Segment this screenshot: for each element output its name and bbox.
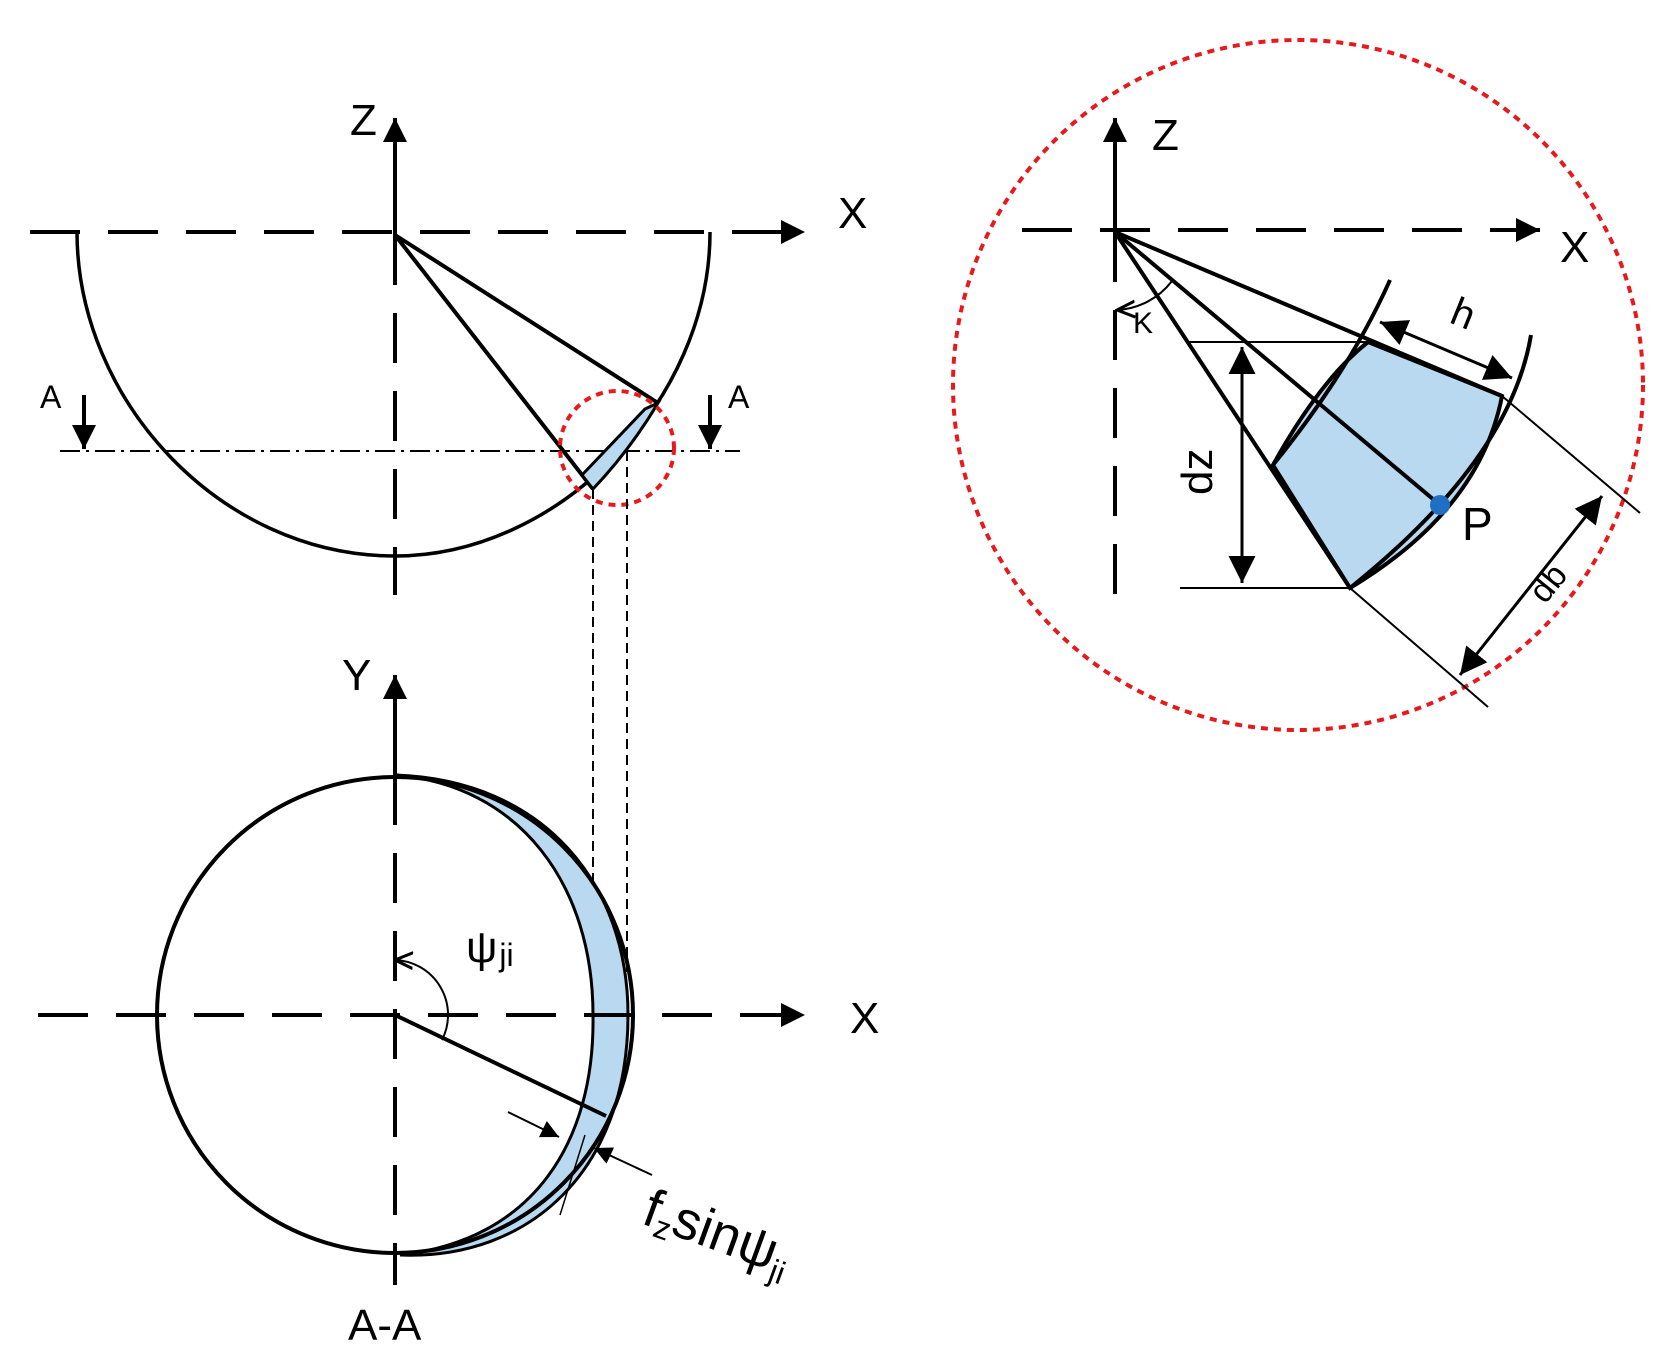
psi-symbol: ψ [466,923,497,972]
section-view [38,675,805,1285]
top-chip-element [580,399,662,492]
h-label: h [1445,290,1482,339]
detail-extension-2 [1349,587,1489,708]
detail-chip-element [1270,339,1505,591]
thickness-arrow-in [507,1111,560,1138]
section-label-right: A [728,379,750,415]
detail-view [951,38,1645,732]
tool-profile-arc [75,231,712,558]
detail-boundary-circle [951,38,1645,732]
top-radial-line-2 [393,233,660,405]
detail-inner-arc [1271,279,1392,467]
detail-extension-1 [1501,395,1641,514]
kappa-angle-arc [1117,280,1173,310]
section-caption: A-A [348,1301,422,1350]
dz-label: dz [1173,449,1222,495]
section-y-label: Y [342,651,371,700]
top-view-labels: Z X A A [40,96,867,415]
section-x-label: X [850,994,879,1043]
thickness-tick [559,1134,586,1216]
detail-radial-upper [1114,230,1503,398]
top-radial-line-1 [393,233,595,491]
top-z-label: Z [350,96,377,145]
psi-subscript: ji [498,937,513,973]
top-x-label: X [838,189,867,238]
psi-angle-label: ψji [466,923,514,973]
point-p-label: P [1462,498,1493,550]
detail-x-label: X [1560,223,1589,272]
section-label-left: A [40,379,62,415]
detail-z-label: Z [1152,111,1179,160]
detail-outer-arc [1348,334,1533,590]
top-view [30,118,805,1012]
point-p-marker [1430,495,1450,515]
feed-thickness-label: fzsinψji [634,1178,800,1291]
psi-angle-arc [395,960,450,1041]
detail-callout-circle [558,389,676,507]
section-radial-line [394,1013,607,1118]
db-dimension-arrow [1458,495,1604,676]
h-dimension-arrow [1379,320,1513,380]
thickness-arrow-out [593,1147,653,1176]
kappa-label: K [1133,307,1153,340]
detail-radial-center [1113,230,1442,507]
